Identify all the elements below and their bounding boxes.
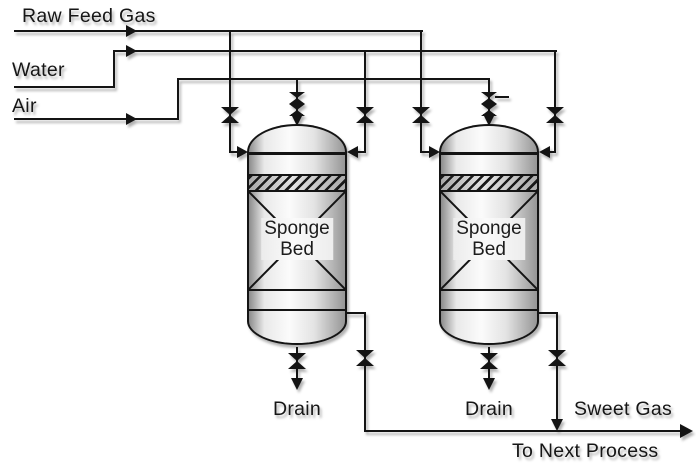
arrow-feed-inlet-vessel-2-icon xyxy=(429,146,440,158)
label-drain-vessel-1: Drain xyxy=(272,398,322,420)
pipe-feed-drop-vessel-2 xyxy=(420,30,422,152)
arrow-air-inlet-vessel-1-icon xyxy=(291,114,303,126)
vessel-2-lower-shell xyxy=(439,291,539,311)
vessel-1-upper-shell xyxy=(247,155,347,174)
arrow-drain-vessel-1-icon xyxy=(291,378,303,390)
vessel-2-weld-line xyxy=(439,152,539,155)
valve-air-lower-vessel-1 xyxy=(289,104,305,116)
vessel-1-bottom-dome xyxy=(247,311,347,345)
vessel-2-top-dome xyxy=(439,124,539,152)
pipe-water-header xyxy=(113,50,557,52)
sponge-bed-vessel-1: Sponge Bed xyxy=(247,124,347,347)
vessel-1-lower-shell xyxy=(247,291,347,311)
label-air: Air xyxy=(12,95,37,117)
pipe-air-stub xyxy=(14,118,179,120)
label-sweet-gas: Sweet Gas xyxy=(574,398,673,420)
valve-outlet-vessel-1 xyxy=(356,350,374,366)
arrow-sweet-gas-icon xyxy=(680,424,693,438)
vessel-1-label: Sponge Bed xyxy=(261,218,333,260)
arrow-raw-feed-icon xyxy=(126,25,137,37)
vessel-1-label-line1: Sponge xyxy=(264,218,330,239)
pipe-water-riser xyxy=(113,50,115,88)
valve-drain-vessel-1 xyxy=(288,353,306,369)
label-drain-vessel-2: Drain xyxy=(464,398,514,420)
arrow-drain-vessel-2-icon xyxy=(483,378,495,390)
label-to-next-process: To Next Process xyxy=(512,440,659,462)
arrow-outlet-junction-vessel-2-icon xyxy=(551,419,563,431)
vessel-2-label: Sponge Bed xyxy=(453,218,525,260)
vessel-2-label-line1: Sponge xyxy=(456,218,522,239)
pipe-water-inlet-nub-vessel-1 xyxy=(357,151,366,153)
arrow-feed-inlet-vessel-1-icon xyxy=(237,146,248,158)
vessel-2-bed-section: Sponge Bed xyxy=(439,192,539,291)
pipe-outlet-vessel-1 xyxy=(347,312,366,314)
vessel-1-label-line2: Bed xyxy=(280,239,314,260)
valve-air-lower-vessel-2 xyxy=(481,104,497,116)
pipe-outlet-riser-vessel-1 xyxy=(364,312,366,432)
arrow-water-inlet-vessel-2-icon xyxy=(539,146,550,158)
arrow-air-icon xyxy=(126,113,137,125)
pipe-water-drop-vessel-2 xyxy=(554,50,556,152)
vessel-2-label-line2: Bed xyxy=(472,239,506,260)
valve-feed-vessel-2 xyxy=(412,107,430,123)
pipe-air-riser xyxy=(177,78,179,120)
vessel-2-bottom-dome xyxy=(439,311,539,345)
valve-water-vessel-1 xyxy=(356,107,374,123)
vessel-1-top-dome xyxy=(247,124,347,152)
vessel-1-hatch-band xyxy=(247,174,347,192)
sponge-bed-vessel-2: Sponge Bed xyxy=(439,124,539,347)
arrow-water-icon xyxy=(126,45,137,57)
valve-feed-vessel-1 xyxy=(221,107,239,123)
pipe-feed-drop-vessel-1 xyxy=(229,30,231,152)
pipe-water-inlet-nub-vessel-2 xyxy=(548,151,556,153)
pipe-raw-feed-header xyxy=(14,30,423,32)
pipe-air-header xyxy=(177,78,490,80)
pipe-water-drop-vessel-1 xyxy=(364,50,366,152)
pipe-water-stub xyxy=(14,86,115,88)
valve-handle-air-vessel-2 xyxy=(495,96,509,98)
label-raw-feed-gas: Raw Feed Gas xyxy=(22,5,156,27)
pipe-outlet-vessel-2 xyxy=(539,312,558,314)
pipe-feed-inlet-nub-vessel-2 xyxy=(420,151,431,153)
label-water: Water xyxy=(12,59,65,81)
pipe-feed-inlet-nub-vessel-1 xyxy=(229,151,239,153)
vessel-1-weld-line xyxy=(247,152,347,155)
valve-water-vessel-2 xyxy=(546,107,564,123)
valve-air-upper-vessel-1 xyxy=(289,92,305,104)
vessel-2-upper-shell xyxy=(439,155,539,174)
vessel-2-hatch-band xyxy=(439,174,539,192)
valve-air-upper-vessel-2 xyxy=(481,92,497,104)
pipe-sweet-gas-line xyxy=(365,430,683,432)
vessel-1-bed-section: Sponge Bed xyxy=(247,192,347,291)
pipe-outlet-riser-vessel-2 xyxy=(556,312,558,422)
arrow-air-inlet-vessel-2-icon xyxy=(483,114,495,126)
arrow-water-inlet-vessel-1-icon xyxy=(347,146,358,158)
valve-outlet-vessel-2 xyxy=(548,350,566,366)
valve-drain-vessel-2 xyxy=(480,353,498,369)
